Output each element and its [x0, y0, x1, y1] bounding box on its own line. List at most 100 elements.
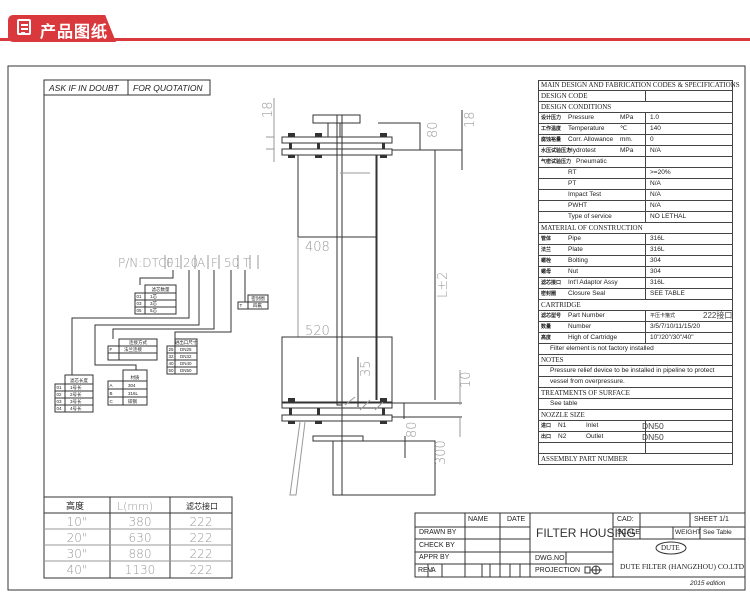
spec-section: NOZZLE SIZE [541, 411, 585, 419]
spec-row: Pressure relief device to be installed i… [538, 366, 733, 377]
spec-section: NOTES [541, 356, 564, 364]
spec-cn-label: 管体 [541, 236, 552, 242]
spec-row: Impact Test N/A [538, 190, 733, 201]
length-interface: 222 [190, 531, 213, 545]
drawing-frame [7, 65, 746, 591]
spec-row: Filter element is not factory installed [538, 344, 733, 355]
option-row [237, 301, 269, 310]
spec-section: ASSEMBLY PART NUMBER [541, 455, 628, 463]
spec-cn-label: 螺母 [541, 269, 552, 275]
tb-weight-value: See Table [703, 529, 732, 536]
spec-en-label: Closure Seal [568, 290, 606, 297]
spec-cn-label: 数量 [541, 324, 552, 330]
spec-cn-label: 法兰 [541, 247, 552, 253]
spec-cn-label: 设计压力 [541, 115, 562, 121]
spec-row: vessel from overpressure. [538, 377, 733, 388]
spec-row: 螺栓 Bolting 304 [538, 256, 733, 267]
spec-cn-label: 高度 [541, 335, 552, 341]
spec-value: 1.0 [650, 114, 660, 121]
option-code: 32 [169, 354, 175, 359]
option-table-title: 连接方式 [129, 339, 147, 346]
spec-unit: Inlet [586, 422, 599, 429]
spec-section: CARTRIDGE [541, 301, 581, 309]
tb-date-label: DATE [507, 516, 526, 523]
spec-value: 0 [650, 136, 654, 143]
notice-right: FOR QUOTATION [133, 83, 203, 93]
option-row [54, 404, 94, 413]
option-label: DN40 [180, 361, 192, 366]
spec-cn-label: 气密试验压力 [541, 159, 572, 165]
option-label: 碳钢 [128, 398, 137, 405]
option-code: 01 [57, 385, 63, 390]
spec-value: NO LETHAL [650, 213, 687, 220]
spec-en-label: RT [568, 169, 577, 176]
notice-left: ASK IF IN DOUBT [48, 83, 120, 93]
filter-housing-section: 18 80 18 408 L±2 520 35 10 80 300 [261, 98, 478, 496]
spec-value: N/A [650, 191, 661, 198]
spec-en-label: Bolting [568, 257, 588, 264]
option-code: B [110, 391, 113, 396]
tb-rev: REV. [418, 567, 434, 574]
tb-check-by: CHECK BY [419, 542, 455, 549]
length-height: 20" [67, 531, 88, 545]
spec-en-label: Pneumatic [576, 158, 607, 165]
tb-sheet: SHEET 1/1 [694, 516, 729, 523]
option-label: DN25 [180, 347, 192, 352]
spec-en-label: Part Number [568, 312, 605, 319]
dim-top-right: 18 [463, 111, 478, 128]
option-code: 04 [57, 406, 63, 411]
spec-row: MATERIAL OF CONSTRUCTION [538, 223, 733, 234]
spec-row: CARTRIDGE [538, 300, 733, 311]
spec-cn-label: 螺栓 [541, 258, 552, 264]
spec-note: vessel from overpressure. [550, 378, 625, 385]
option-label: 4号长 [70, 405, 82, 412]
option-code: C [110, 399, 114, 404]
spec-en-label: Number [568, 323, 592, 330]
tb-projection: PROJECTION [535, 567, 581, 574]
spec-value: N/A [650, 202, 661, 209]
pn-seg-connection: F [211, 256, 218, 270]
spec-value: >=20% [650, 169, 671, 176]
spec-row: TREATMENTS OF SURFACE [538, 388, 733, 399]
spec-value: 平压卡箍式 [650, 313, 676, 319]
spec-row: MAIN DESIGN AND FABRICATION CODES & SPEC… [538, 80, 740, 91]
spec-value: 3/5/7/10/11/15/20 [650, 323, 701, 330]
spec-section: TREATMENTS OF SURFACE [541, 389, 630, 397]
spec-row: ASSEMBLY PART NUMBER [538, 454, 733, 465]
spec-cn-label: 工作温度 [541, 126, 562, 132]
spec-value: 304 [650, 257, 661, 264]
tb-drawn-by: DRAWN BY [419, 529, 457, 536]
length-l: 880 [129, 547, 152, 561]
spec-row: NOZZLE SIZE [538, 410, 733, 421]
header-title: 产品图纸 [40, 24, 109, 41]
spec-en-label: Impact Test [568, 191, 602, 198]
spec-en-label: Pipe [568, 235, 582, 242]
spec-row: 气密试验压力 Pneumatic [538, 157, 733, 168]
spec-table-border [538, 80, 733, 465]
length-interface: 222 [190, 563, 213, 577]
option-table-title: 滤芯长度 [70, 377, 88, 384]
spec-cn-label: 水压试验压力 [541, 148, 572, 154]
spec-value: 140 [650, 125, 661, 132]
option-code: 05 [137, 308, 143, 313]
spec-en-label: High of Cartridge [568, 334, 618, 341]
spec-section: MATERIAL OF CONSTRUCTION [541, 224, 643, 232]
spec-en-label: Temperature [568, 125, 605, 132]
spec-value: 304 [650, 268, 661, 275]
pn-seg-seal: T [243, 256, 251, 270]
tb-title: FILTER HOUSING [536, 526, 636, 540]
part-number: P/N:DTCF 01 20 A F 50 T [71, 255, 259, 375]
spec-row: RT >=20% [538, 168, 733, 179]
spec-section: MAIN DESIGN AND FABRICATION CODES & SPEC… [541, 81, 740, 89]
spec-note: Filter element is not factory installed [550, 345, 654, 352]
pn-seg-material: A [197, 256, 205, 270]
dim-bottom: 300 [434, 440, 449, 465]
option-code: 02 [57, 392, 63, 397]
length-header-l: L(mm) [117, 500, 153, 513]
